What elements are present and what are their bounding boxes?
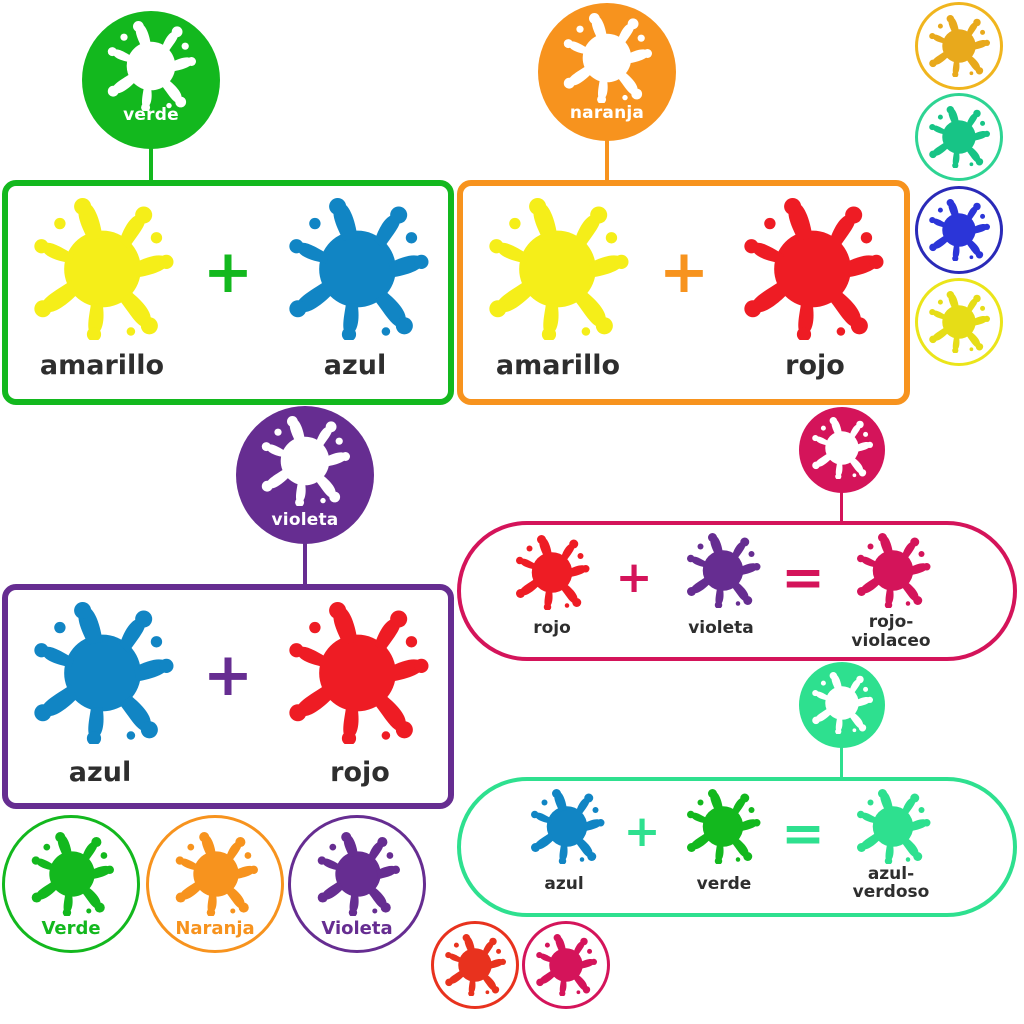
color-chip-azul-intenso [915,186,1003,274]
paint-splat-icon [445,934,506,996]
result-badge-rojo-violaceo [799,407,885,493]
paint-splat-icon [857,533,931,608]
paint-splat-icon [563,13,652,103]
result-label-line1: rojo- [868,612,914,632]
paint-splat-icon [317,832,400,916]
color-chip-naranja: Naranja [146,815,284,953]
paint-splat-icon [34,198,174,340]
plus-sign: + [658,237,710,307]
color-chip-amarillo-oscuro [915,2,1003,90]
plus-sign: + [202,237,254,307]
chip-label: Verde [41,918,101,939]
paint-splat-icon [929,291,990,353]
connector-line [840,492,843,524]
plus-sign: + [623,806,661,857]
result-badge-verde: verde [82,11,220,149]
result-label-line2: violaceo [851,631,931,651]
color-chip-amarillo-limon [915,278,1003,366]
color-chip-verde: Verde [2,815,140,953]
plus-sign: + [202,640,254,710]
result-badge-azul-verdoso [799,662,885,748]
connector-line [303,543,307,587]
connector-line [605,140,609,184]
result-badge-naranja: naranja [538,3,676,141]
paint-splat-icon [175,832,258,916]
chip-label: Naranja [175,918,255,939]
connector-line [149,148,153,184]
color-label-rojo: rojo [785,350,845,381]
paint-splat-icon [687,533,761,608]
color-label-amarillo: amarillo [495,350,621,381]
color-label-azul: azul [68,757,132,788]
plus-sign: + [615,552,653,603]
color-label-amarillo: amarillo [39,350,165,381]
chip-label: Violeta [321,918,393,939]
color-label-violeta: violeta [688,618,754,638]
result-badge-violeta: violeta [236,406,374,544]
paint-splat-icon [812,417,873,479]
paint-splat-icon [687,789,761,864]
paint-splat-icon [744,198,884,340]
badge-label: verde [123,105,179,125]
paint-splat-icon [812,672,873,734]
paint-splat-icon [531,789,605,864]
color-chip-rojo-violaceo [522,921,610,1009]
color-label-azul: azul [544,874,584,894]
color-label-rojo: rojo [533,618,571,638]
badge-label: violeta [271,510,339,530]
paint-splat-icon [489,198,629,340]
paint-splat-icon [289,198,429,340]
paint-splat-icon [31,832,114,916]
color-label-azul: azul [323,350,387,381]
equals-sign: = [781,548,825,608]
paint-splat-icon [929,199,990,261]
color-chip-violeta: Violeta [288,815,426,953]
result-label-line1: azul- [867,864,915,884]
badge-label: naranja [569,103,645,123]
paint-splat-icon [289,602,429,744]
color-chip-verde-agua [915,93,1003,181]
paint-splat-icon [929,15,990,77]
paint-splat-icon [536,934,597,996]
paint-splat-icon [261,416,350,506]
paint-splat-icon [929,106,990,168]
paint-splat-icon [107,21,196,111]
connector-line [840,747,843,779]
color-label-verde: verde [696,874,752,894]
paint-splat-icon [857,789,931,864]
color-chip-rojo-anaranjado [431,921,519,1009]
result-label-line2: verdoso [852,882,930,902]
color-label-rojo: rojo [330,757,390,788]
paint-splat-icon [516,535,590,610]
paint-splat-icon [34,602,174,744]
equals-sign: = [781,804,825,864]
